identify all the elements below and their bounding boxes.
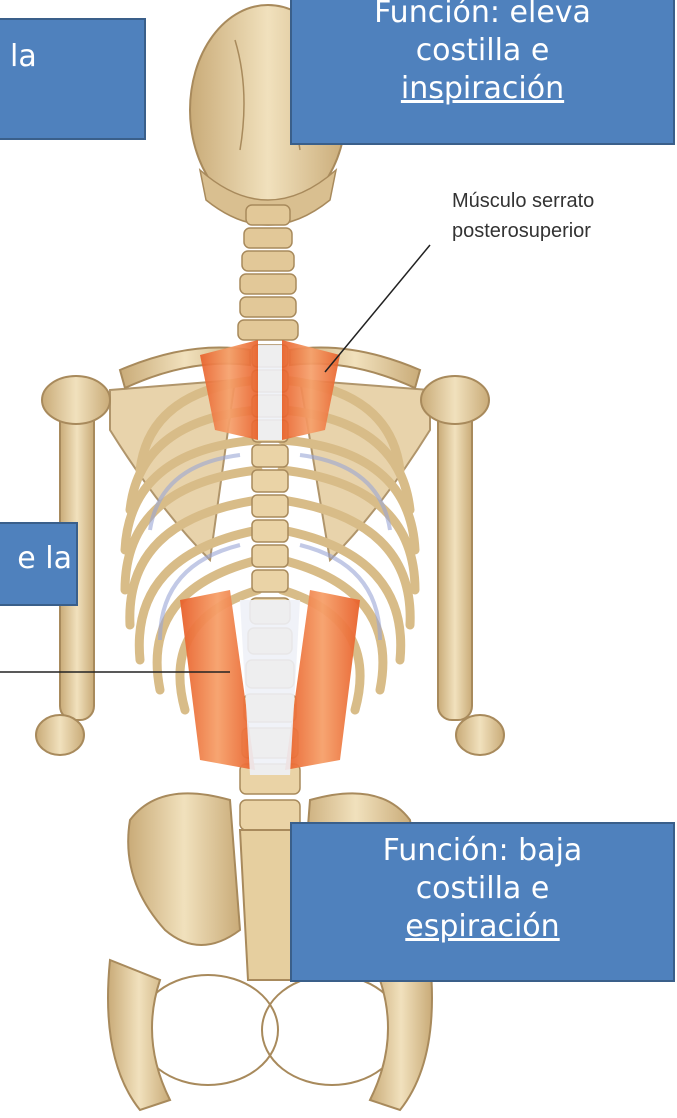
callout-mid-left: e la <box>0 522 78 606</box>
callout-top-left-text: la <box>10 38 144 76</box>
serrato-label-line2: posterosuperior <box>452 216 594 246</box>
callout-top-right-line1: Función: eleva <box>292 0 673 32</box>
callout-mid-left-text: e la <box>0 540 72 578</box>
serrato-label-line1: Músculo serrato <box>452 186 594 216</box>
callout-bottom-right-line1: Función: baja <box>292 832 673 870</box>
serrato-leader-line <box>325 245 430 372</box>
callout-bottom-right: Función: baja costilla e espiración <box>290 822 675 982</box>
cervical-spine <box>238 205 298 340</box>
callout-top-right-line2: costilla e <box>292 32 673 70</box>
callout-bottom-right-line2: costilla e <box>292 870 673 908</box>
callout-bottom-right-line3: espiración <box>292 908 673 946</box>
serrato-label: Músculo serrato posterosuperior <box>452 186 594 246</box>
serratus-posterior-inferior <box>180 590 360 775</box>
callout-top-left: la <box>0 18 146 140</box>
callout-top-right: Función: eleva costilla e inspiración <box>290 0 675 145</box>
serratus-posterior-superior <box>200 340 340 440</box>
callout-top-right-line3: inspiración <box>292 70 673 108</box>
